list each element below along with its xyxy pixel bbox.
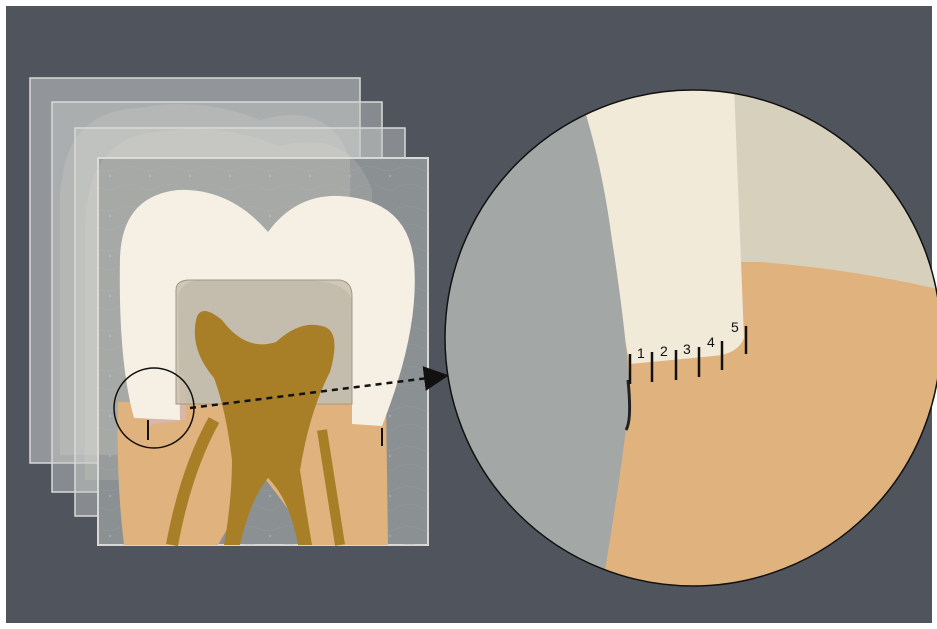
measurement-label-2: 2 <box>660 343 668 359</box>
measurement-label-5: 5 <box>731 319 739 335</box>
measurement-label-3: 3 <box>683 341 691 357</box>
measurement-label-4: 4 <box>707 334 715 350</box>
measurement-label-1: 1 <box>637 345 645 361</box>
